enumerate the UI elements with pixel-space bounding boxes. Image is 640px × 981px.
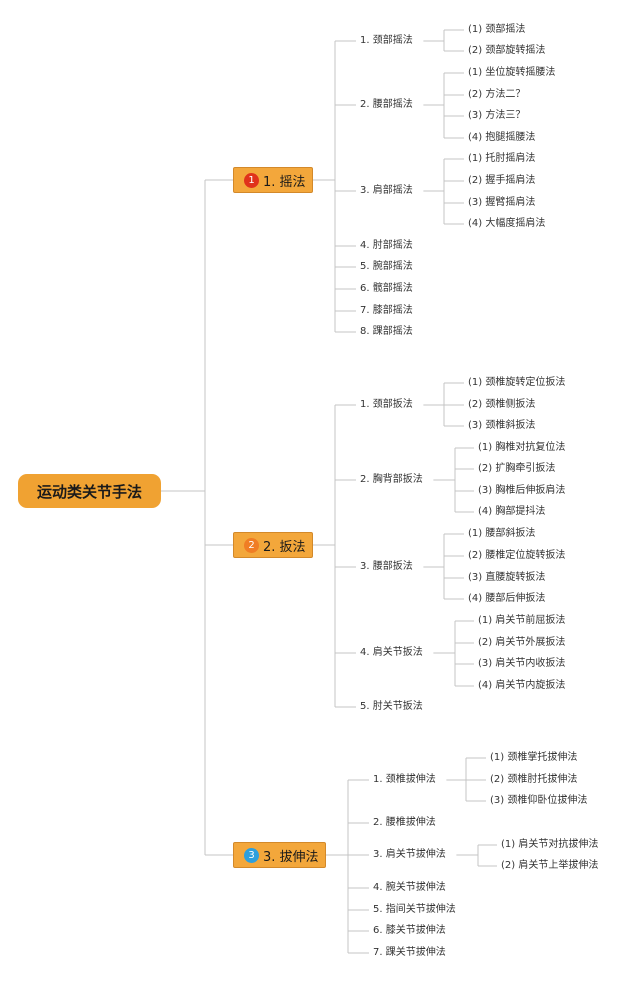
subcategory-node[interactable]: 8. 踝部摇法 — [360, 326, 413, 337]
subcategory-node[interactable]: 6. 膝关节拔伸法 — [373, 925, 446, 936]
leaf-node[interactable]: (2) 方法二？ — [468, 89, 526, 100]
leaf-node[interactable]: (4) 抱腿摇腰法 — [468, 132, 536, 143]
leaf-node[interactable]: (1) 坐位旋转摇腰法 — [468, 67, 556, 78]
leaf-node[interactable]: (2) 肩关节上举拔伸法 — [501, 860, 599, 871]
subcategory-node[interactable]: 2. 胸背部扳法 — [360, 474, 423, 485]
number-badge-icon: 2 — [244, 537, 259, 553]
leaf-node[interactable]: (3) 颈椎仰卧位拔伸法 — [490, 795, 588, 806]
leaf-node[interactable]: (4) 大幅度摇肩法 — [468, 218, 546, 229]
number-badge-icon: 1 — [244, 172, 259, 188]
subcategory-node[interactable]: 5. 指间关节拔伸法 — [373, 904, 456, 915]
category-label: 3. 拔伸法 — [263, 849, 319, 865]
leaf-node[interactable]: (2) 扩胸牵引扳法 — [478, 463, 556, 474]
root-node[interactable]: 运动类关节手法 — [18, 474, 161, 508]
subcategory-node[interactable]: 4. 肩关节扳法 — [360, 647, 423, 658]
leaf-node[interactable]: (3) 肩关节内收扳法 — [478, 658, 566, 669]
subcategory-node[interactable]: 4. 腕关节拔伸法 — [373, 882, 446, 893]
leaf-node[interactable]: (1) 肩关节对抗拔伸法 — [501, 839, 599, 850]
subcategory-node[interactable]: 3. 肩部摇法 — [360, 185, 413, 196]
leaf-node[interactable]: (1) 托肘摇肩法 — [468, 153, 536, 164]
subcategory-node[interactable]: 7. 踝关节拔伸法 — [373, 947, 446, 958]
leaf-node[interactable]: (3) 颈椎斜扳法 — [468, 420, 536, 431]
leaf-node[interactable]: (1) 腰部斜扳法 — [468, 528, 536, 539]
leaf-node[interactable]: (2) 颈部旋转摇法 — [468, 45, 546, 56]
leaf-node[interactable]: (2) 颈椎侧扳法 — [468, 399, 536, 410]
subcategory-node[interactable]: 7. 膝部摇法 — [360, 305, 413, 316]
subcategory-node[interactable]: 2. 腰椎拔伸法 — [373, 817, 436, 828]
leaf-node[interactable]: (2) 握手摇肩法 — [468, 175, 536, 186]
subcategory-node[interactable]: 1. 颈部摇法 — [360, 35, 413, 46]
category-label: 1. 摇法 — [263, 174, 306, 190]
leaf-node[interactable]: (4) 胸部提抖法 — [478, 506, 546, 517]
subcategory-node[interactable]: 3. 肩关节拔伸法 — [373, 849, 446, 860]
leaf-node[interactable]: (1) 肩关节前屈扳法 — [478, 615, 566, 626]
leaf-node[interactable]: (1) 颈椎掌托拔伸法 — [490, 752, 578, 763]
leaf-node[interactable]: (3) 方法三？ — [468, 110, 526, 121]
category-label: 2. 扳法 — [263, 539, 306, 555]
leaf-node[interactable]: (2) 肩关节外展扳法 — [478, 637, 566, 648]
subcategory-node[interactable]: 5. 肘关节扳法 — [360, 701, 423, 712]
number-badge-icon: 3 — [244, 847, 259, 863]
subcategory-node[interactable]: 1. 颈椎拔伸法 — [373, 774, 436, 785]
subcategory-node[interactable]: 4. 肘部摇法 — [360, 240, 413, 251]
leaf-node[interactable]: (2) 腰椎定位旋转扳法 — [468, 550, 566, 561]
leaf-node[interactable]: (4) 腰部后伸扳法 — [468, 593, 546, 604]
subcategory-node[interactable]: 5. 腕部摇法 — [360, 261, 413, 272]
leaf-node[interactable]: (1) 胸椎对抗复位法 — [478, 442, 566, 453]
leaf-node[interactable]: (4) 肩关节内旋扳法 — [478, 680, 566, 691]
leaf-node[interactable]: (3) 握臂摇肩法 — [468, 197, 536, 208]
leaf-node[interactable]: (3) 直腰旋转扳法 — [468, 572, 546, 583]
leaf-node[interactable]: (2) 颈椎肘托拔伸法 — [490, 774, 578, 785]
subcategory-node[interactable]: 1. 颈部扳法 — [360, 399, 413, 410]
subcategory-node[interactable]: 6. 髋部摇法 — [360, 283, 413, 294]
leaf-node[interactable]: (1) 颈椎旋转定位扳法 — [468, 377, 566, 388]
subcategory-node[interactable]: 3. 腰部扳法 — [360, 561, 413, 572]
leaf-node[interactable]: (3) 胸椎后伸扳肩法 — [478, 485, 566, 496]
subcategory-node[interactable]: 2. 腰部摇法 — [360, 99, 413, 110]
leaf-node[interactable]: (1) 颈部摇法 — [468, 24, 526, 35]
